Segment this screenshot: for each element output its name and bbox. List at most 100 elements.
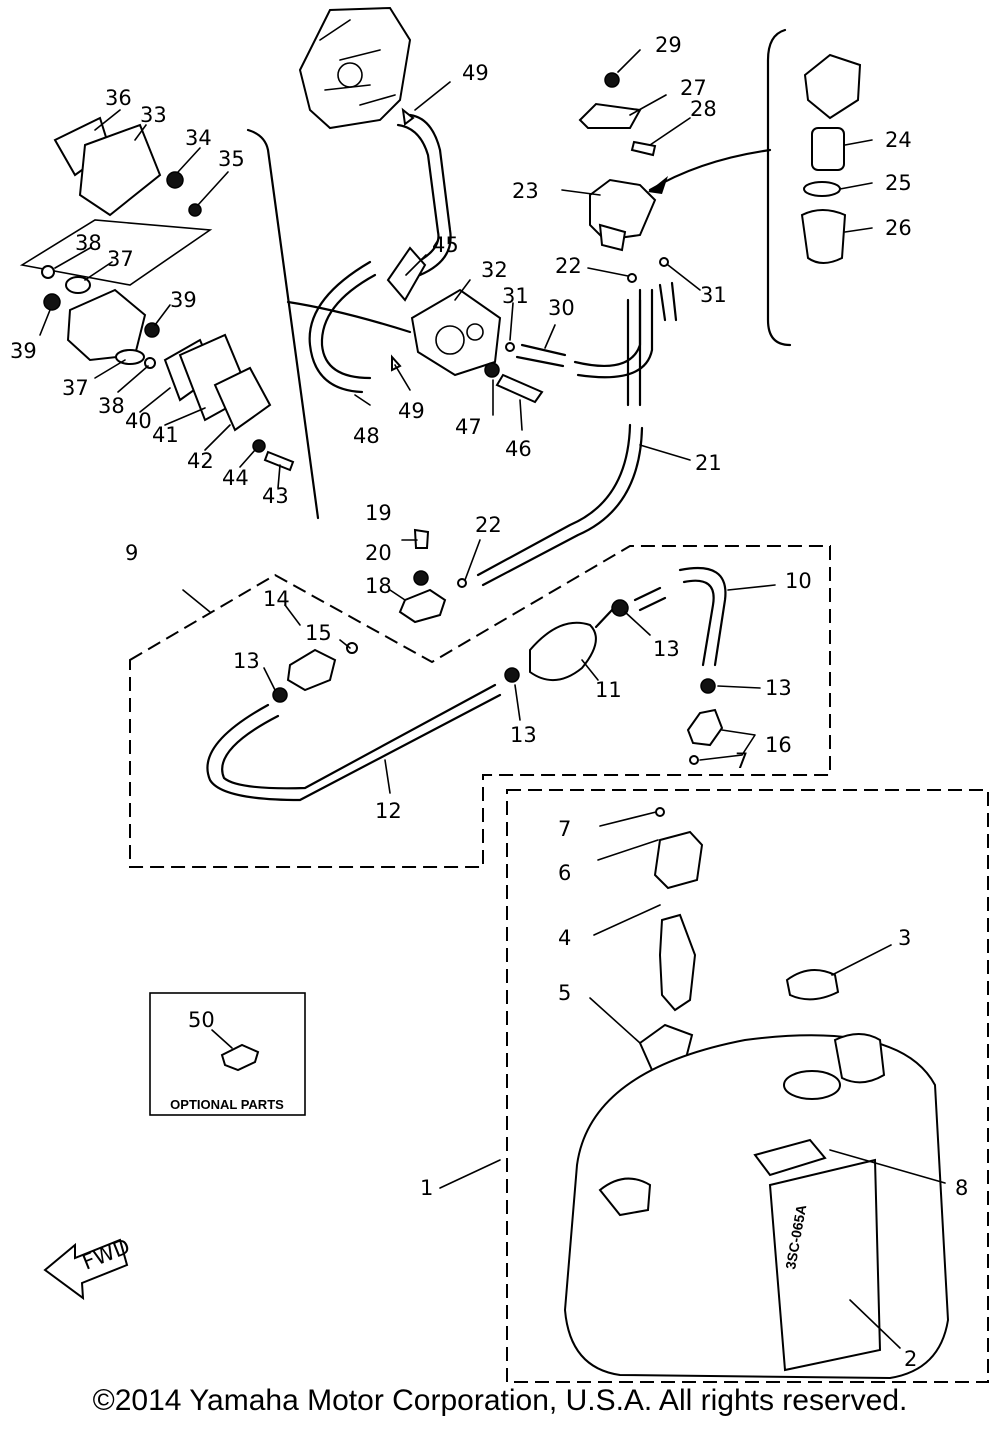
- copyright-footer: ©2014 Yamaha Motor Corporation, U.S.A. A…: [92, 1384, 908, 1417]
- callout-2: 2: [904, 1347, 917, 1371]
- callout-21: 21: [695, 451, 722, 475]
- callout-39-top: 39: [170, 288, 197, 312]
- filter-housing: [803, 53, 862, 120]
- fuel-hose-assembly-outline: [129, 545, 831, 868]
- part-24-element: [811, 127, 845, 171]
- part-47: [484, 362, 500, 378]
- fuel-filter-group: [578, 28, 862, 347]
- filter-arrow-line: [648, 148, 772, 192]
- filter-bracket-line: [766, 28, 792, 347]
- part-8-label: [753, 1138, 827, 1177]
- hose-48-b: [320, 273, 377, 380]
- hose-21: [476, 423, 644, 587]
- part-31-clip-top: [659, 257, 669, 267]
- part-50-drain-plug: [220, 1043, 260, 1072]
- part-32-pump: [410, 288, 502, 377]
- part-39-left: [43, 293, 61, 311]
- tank-handle: [833, 1033, 886, 1084]
- callout-29: 29: [655, 33, 682, 57]
- part-11-primer-bulb: [529, 621, 597, 681]
- tank-vent: [598, 1177, 652, 1217]
- callout-46: 46: [505, 437, 532, 461]
- callout-27: 27: [680, 76, 707, 100]
- callout-7-upper: 7: [735, 749, 748, 773]
- callout-6: 6: [558, 861, 571, 885]
- callout-23: 23: [512, 179, 539, 203]
- hose-upper-b: [396, 123, 440, 267]
- hose-10-short: [633, 586, 667, 612]
- callout-40: 40: [125, 409, 152, 433]
- callout-12: 12: [375, 799, 402, 823]
- callout-11: 11: [595, 678, 622, 702]
- callout-19: 19: [365, 501, 392, 525]
- part-13-b: [504, 667, 520, 683]
- hose-30: [515, 343, 567, 368]
- filler-neck: [783, 1070, 841, 1100]
- part-38: [41, 265, 55, 279]
- part-37: [65, 276, 91, 294]
- fuel-line-assembly: [206, 566, 727, 802]
- callout-1: 1: [420, 1176, 433, 1200]
- part-19-screw: [413, 528, 430, 549]
- fuel-tank-components: [563, 807, 950, 1380]
- hose-10: [678, 566, 727, 667]
- part-39-right: [144, 322, 160, 338]
- part-35: [188, 203, 202, 217]
- callout-38-top: 38: [75, 231, 102, 255]
- callout-8: 8: [955, 1176, 968, 1200]
- callout-44: 44: [222, 466, 249, 490]
- callout-18: 18: [365, 574, 392, 598]
- callout-25: 25: [885, 171, 912, 195]
- callout-35: 35: [218, 147, 245, 171]
- part-46-bolt: [495, 373, 544, 404]
- bracket-line-left: [246, 128, 320, 520]
- callout-39-left: 39: [10, 339, 37, 363]
- part-7-clip-a: [689, 755, 699, 765]
- fuel-hoses: [308, 113, 678, 587]
- callout-14: 14: [263, 587, 290, 611]
- tank-decal: [768, 1158, 882, 1372]
- part-23-filter: [589, 178, 657, 242]
- fuel-pump-exploded-parts: [19, 116, 320, 520]
- callout-38-lower: 38: [98, 394, 125, 418]
- part-26-cup: [800, 209, 847, 264]
- callout-49-top: 49: [462, 61, 489, 85]
- hose-48-a: [308, 260, 372, 394]
- part-42: [213, 366, 272, 432]
- callout-3: 3: [898, 926, 911, 950]
- part-6-cap: [653, 830, 704, 890]
- callout-48: 48: [353, 424, 380, 448]
- callout-42: 42: [187, 449, 214, 473]
- fwd-arrow-icon: FWD: [43, 1234, 133, 1301]
- fuel-joint-group: [398, 528, 467, 624]
- callout-45: 45: [432, 233, 459, 257]
- callout-31-right: 31: [700, 283, 727, 307]
- part-44: [252, 439, 266, 453]
- part-13-c: [611, 599, 629, 617]
- callout-15: 15: [305, 621, 332, 645]
- callout-41: 41: [152, 423, 179, 447]
- callout-32: 32: [481, 258, 508, 282]
- part-31-clip: [505, 342, 515, 352]
- callout-16: 16: [765, 733, 792, 757]
- callout-13-left: 13: [233, 649, 260, 673]
- callout-37-lower: 37: [62, 376, 89, 400]
- part-13-a: [272, 687, 288, 703]
- callout-33: 33: [140, 103, 167, 127]
- callout-31-left: 31: [502, 284, 529, 308]
- bracket-outline: [19, 219, 213, 286]
- callout-24: 24: [885, 128, 912, 152]
- leader-lines: [39, 49, 946, 1349]
- callout-4: 4: [558, 926, 571, 950]
- callout-22-top: 22: [555, 254, 582, 278]
- hose-12: [206, 683, 502, 802]
- part-14-connector: [286, 648, 337, 692]
- callout-43: 43: [262, 484, 289, 508]
- callout-36: 36: [105, 86, 132, 110]
- callout-5: 5: [558, 981, 571, 1005]
- callout-50: 50: [188, 1008, 215, 1032]
- callout-13-right: 13: [765, 676, 792, 700]
- carburetor-illustration: [298, 6, 412, 130]
